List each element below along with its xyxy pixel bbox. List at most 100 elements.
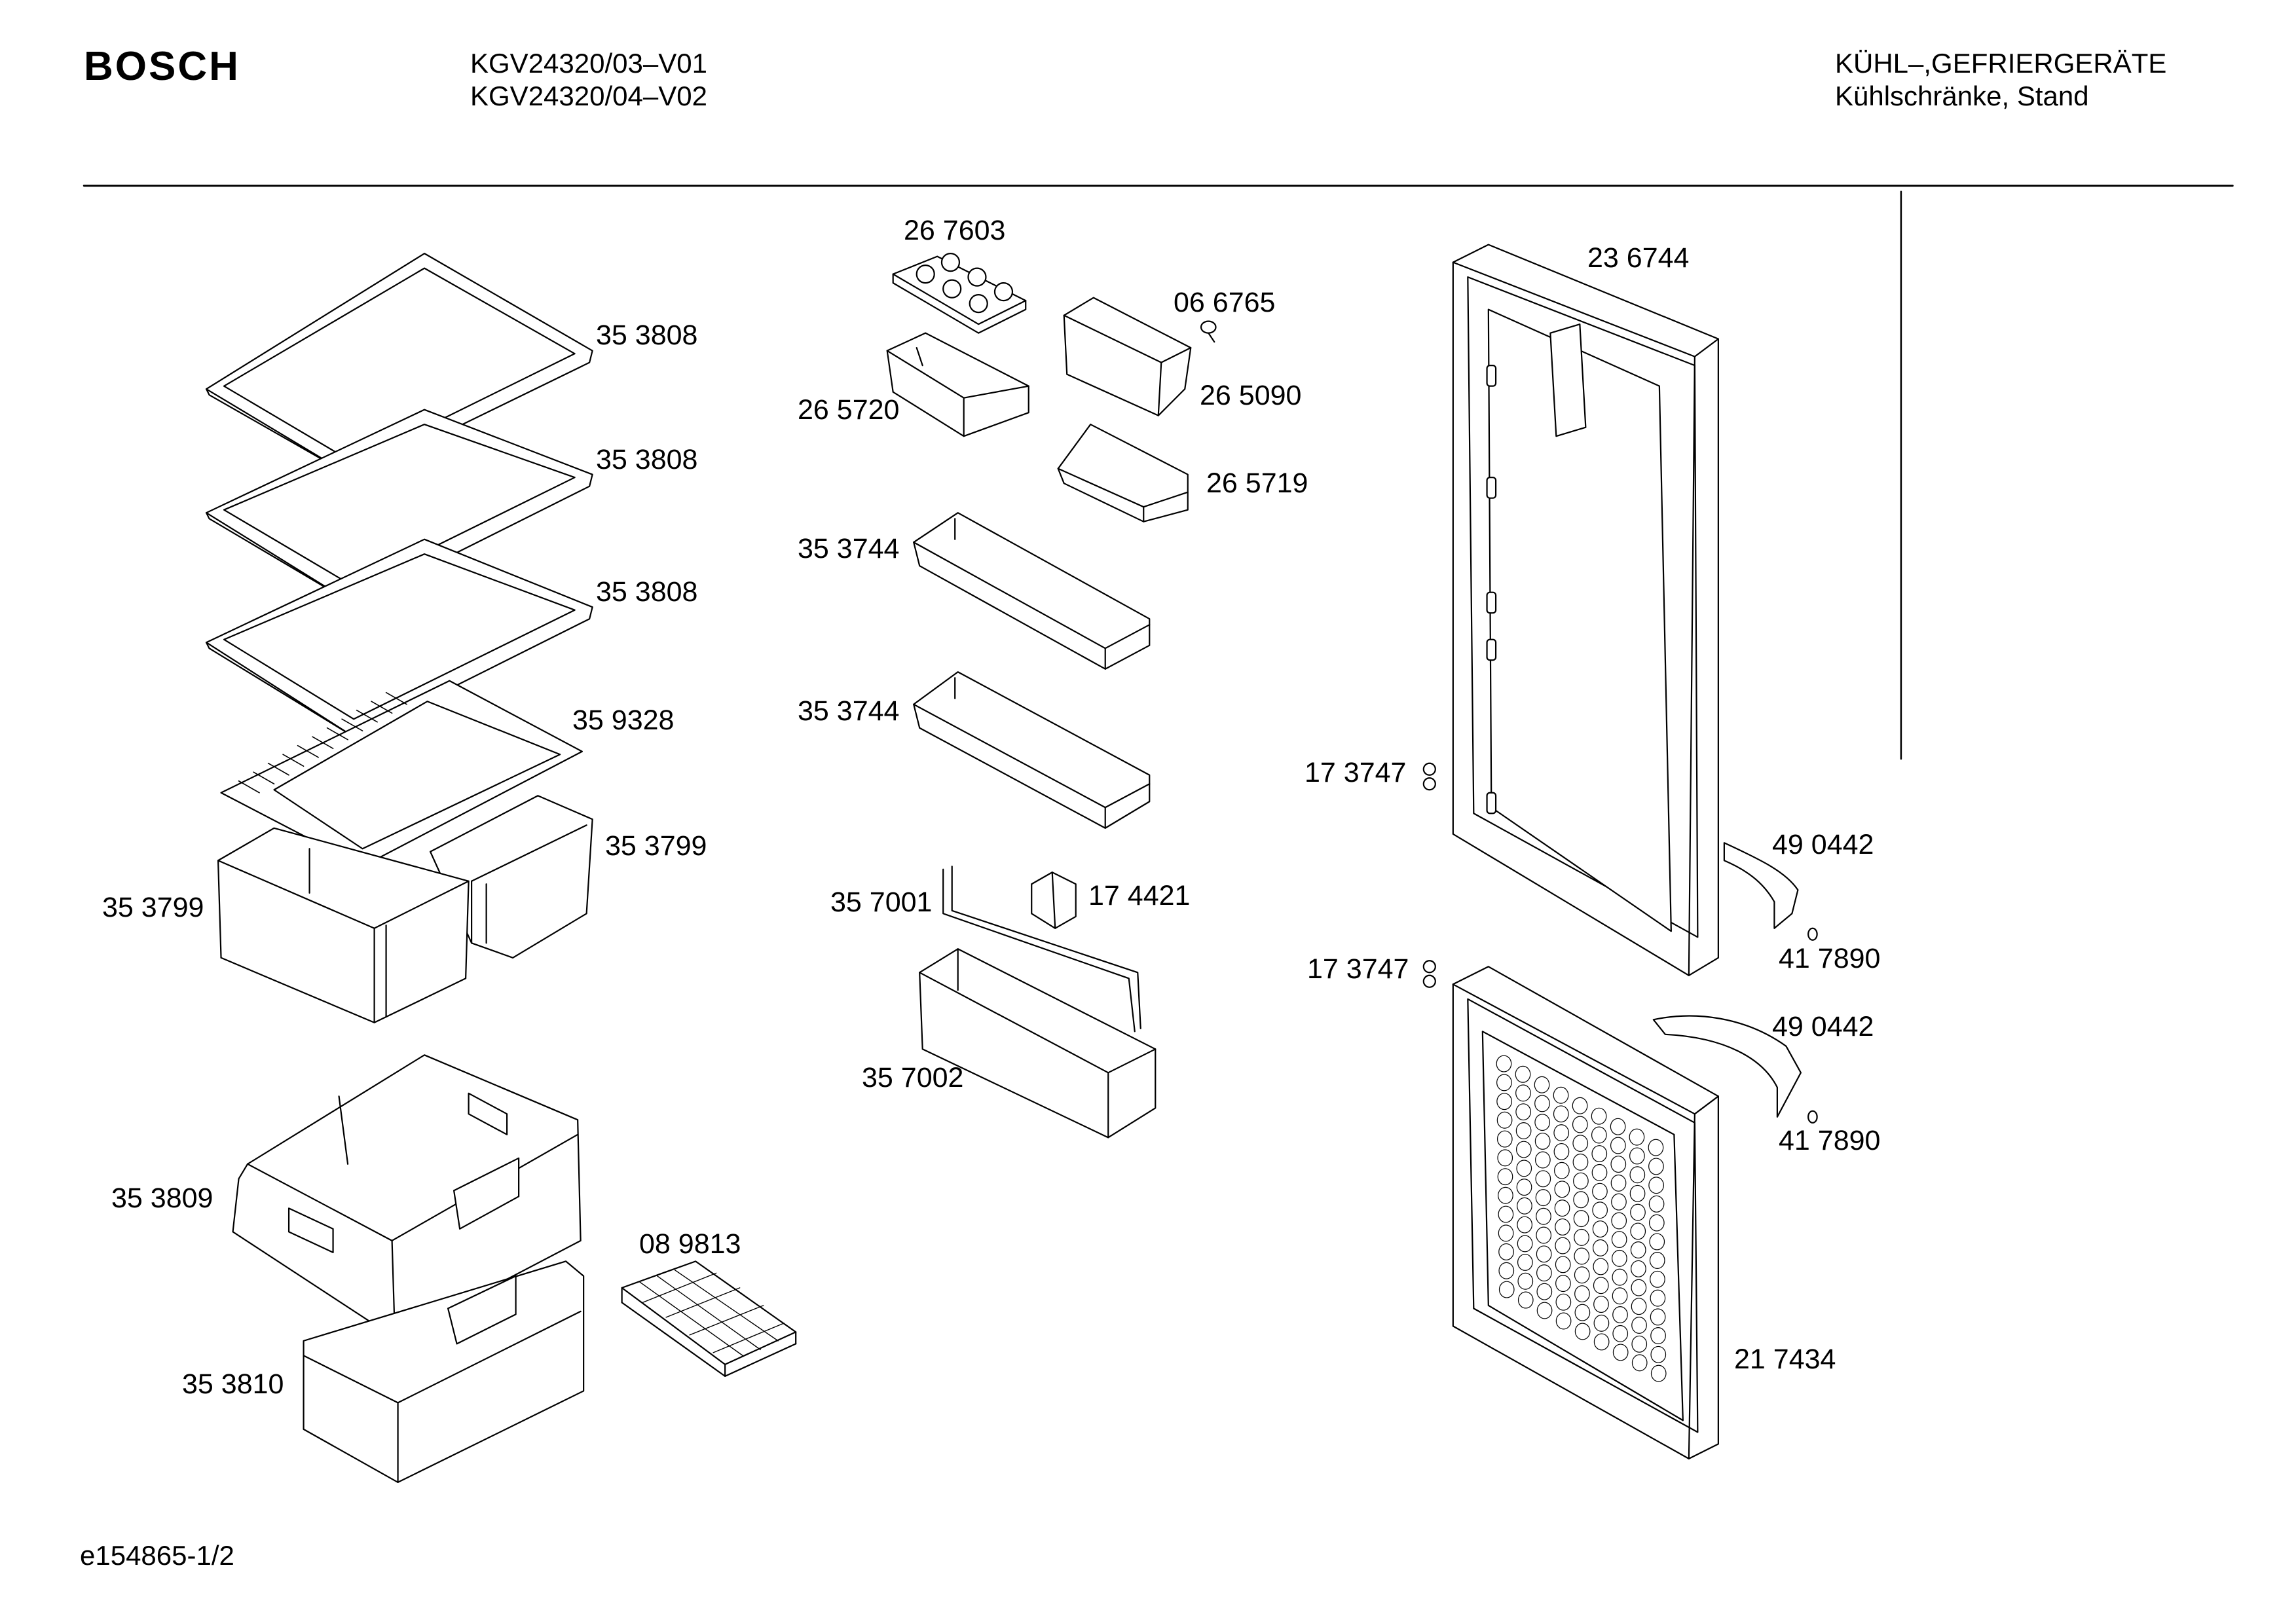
freezer-door-dimple: [1613, 1325, 1628, 1342]
freezer-door-dimple: [1555, 1181, 1570, 1198]
freezer-door-dimple: [1536, 1171, 1551, 1187]
freezer-door-dimple: [1537, 1265, 1552, 1281]
model-number-2: KGV24320/04–V02: [470, 81, 707, 111]
freezer-door-dimple: [1631, 1298, 1646, 1315]
freezer-door-dimple: [1515, 1066, 1530, 1082]
freezer-door-dimple: [1516, 1104, 1531, 1120]
freezer-door-dimple: [1555, 1237, 1570, 1254]
part-label-vegetable-tray-left: 35 3799: [102, 892, 204, 923]
freezer-door-dimple: [1556, 1294, 1571, 1310]
freezer-door-dimple: [1593, 1202, 1608, 1218]
freezer-door-dimple: [1517, 1160, 1532, 1177]
freezer-door-dimple: [1612, 1232, 1627, 1248]
part-label-door-shelf-2: 35 3744: [798, 695, 900, 727]
freezer-door-dimple: [1518, 1255, 1533, 1271]
category-title: KÜHL–,GEFRIERGERÄTE: [1835, 48, 2167, 79]
small-box-drawing: [887, 333, 1029, 437]
freezer-door-dimple: [1536, 1208, 1551, 1224]
door-shelf-drawing-2: [914, 672, 1149, 828]
part-label-bottle-holder: 35 7001: [830, 887, 933, 918]
part-label-bottle-shelf: 35 7002: [862, 1062, 964, 1093]
shelf-drawing-2: [206, 410, 593, 604]
freezer-door-dimple: [1593, 1239, 1608, 1256]
freezer-door-dimple: [1555, 1256, 1570, 1273]
freezer-door-dimple: [1574, 1267, 1589, 1283]
freezer-door-dimple: [1554, 1144, 1569, 1160]
freezer-door-dimple: [1630, 1148, 1645, 1164]
freezer-door-dimple: [1649, 1196, 1664, 1212]
freezer-door-dimple: [1592, 1146, 1607, 1162]
part-label-screw-upper: 17 3747: [1305, 757, 1407, 788]
freezer-door-dimple: [1650, 1271, 1665, 1287]
freezer-door-dimple: [1591, 1108, 1606, 1124]
freezer-door-dimple: [1554, 1106, 1569, 1122]
freezer-door-dimple: [1517, 1141, 1532, 1158]
freezer-door-dimple: [1498, 1206, 1513, 1222]
part-label-shelf-2: 35 3808: [596, 444, 698, 475]
freezer-door-dimple: [1536, 1246, 1551, 1262]
part-label-shelf-1: 35 3808: [596, 320, 698, 351]
freezer-door-dimple: [1574, 1248, 1589, 1264]
freezer-door-dimple: [1574, 1192, 1589, 1208]
part-label-egg-tray: 26 7603: [904, 215, 1006, 246]
freezer-door-dimple: [1497, 1074, 1512, 1091]
part-label-small-shelf: 26 5719: [1206, 467, 1308, 499]
screw-lower-drawing: [1424, 961, 1435, 987]
freezer-door-dimple: [1594, 1296, 1609, 1313]
freezer-door-drawing: [1453, 966, 1718, 1459]
freezer-door-dimple: [1555, 1200, 1570, 1217]
freezer-door-dimple: [1612, 1213, 1627, 1229]
small-shelf-drawing: [1058, 424, 1188, 522]
cap-upper-drawing: [1808, 928, 1817, 940]
part-label-handle-lower: 49 0442: [1772, 1011, 1874, 1042]
freezer-door-dimple: [1575, 1286, 1590, 1302]
freezer-door-dimple: [1612, 1288, 1627, 1304]
freezer-door-dimple: [1516, 1123, 1531, 1139]
part-label-vegetable-tray-right: 35 3799: [605, 830, 707, 862]
freezer-door-dimple: [1650, 1234, 1665, 1250]
freezer-door-dimple: [1632, 1317, 1647, 1334]
freezer-door-pattern: [1496, 1055, 1666, 1382]
freezer-door-dimple: [1554, 1125, 1569, 1141]
freezer-door-dimple: [1537, 1283, 1552, 1300]
freezer-door-dimple: [1632, 1355, 1647, 1371]
freezer-door-dimple: [1631, 1260, 1646, 1277]
part-label-cap-upper: 41 7890: [1779, 943, 1881, 974]
part-label-hinge-pin: 06 6765: [1174, 287, 1276, 318]
freezer-door-dimple: [1499, 1244, 1514, 1260]
freezer-door-dimple: [1611, 1156, 1626, 1173]
freezer-door-dimple: [1519, 1292, 1534, 1308]
part-label-shelf-3: 35 3808: [596, 576, 698, 608]
freezer-door-dimple: [1612, 1194, 1627, 1210]
door-shelf-drawing-1: [914, 513, 1149, 669]
freezer-door-dimple: [1574, 1211, 1589, 1227]
freezer-door-dimple: [1649, 1177, 1664, 1194]
freezer-door-dimple: [1536, 1227, 1551, 1243]
freezer-door-dimple: [1651, 1346, 1666, 1363]
freezer-door-dimple: [1592, 1127, 1607, 1143]
freezer-door-dimple: [1631, 1279, 1646, 1296]
freezer-door-dimple: [1572, 1097, 1587, 1114]
freezer-door-dimple: [1613, 1344, 1628, 1361]
part-label-screw-lower: 17 3747: [1307, 953, 1409, 985]
freezer-door-dimple: [1612, 1250, 1627, 1266]
freezer-door-dimple: [1535, 1095, 1550, 1112]
egg-tray-drawing: [893, 253, 1026, 333]
part-label-drawer-lower: 35 3810: [182, 1368, 284, 1400]
freezer-door-dimple: [1593, 1258, 1608, 1275]
freezer-door-dimple: [1518, 1273, 1533, 1289]
part-label-grid-shelf: 35 9328: [572, 705, 675, 736]
freezer-door-dimple: [1649, 1158, 1664, 1175]
freezer-door-dimple: [1575, 1323, 1590, 1340]
freezer-door-dimple: [1610, 1118, 1625, 1135]
cap-lower-drawing: [1808, 1111, 1817, 1123]
freezer-door-dimple: [1593, 1277, 1608, 1294]
freezer-door-dimple: [1498, 1225, 1513, 1241]
freezer-door-dimple: [1556, 1313, 1571, 1329]
freezer-door-dimple: [1651, 1328, 1666, 1344]
freezer-door-dimple: [1555, 1162, 1570, 1179]
drawer-lower-drawing: [304, 1261, 584, 1482]
freezer-door-dimple: [1517, 1217, 1532, 1233]
